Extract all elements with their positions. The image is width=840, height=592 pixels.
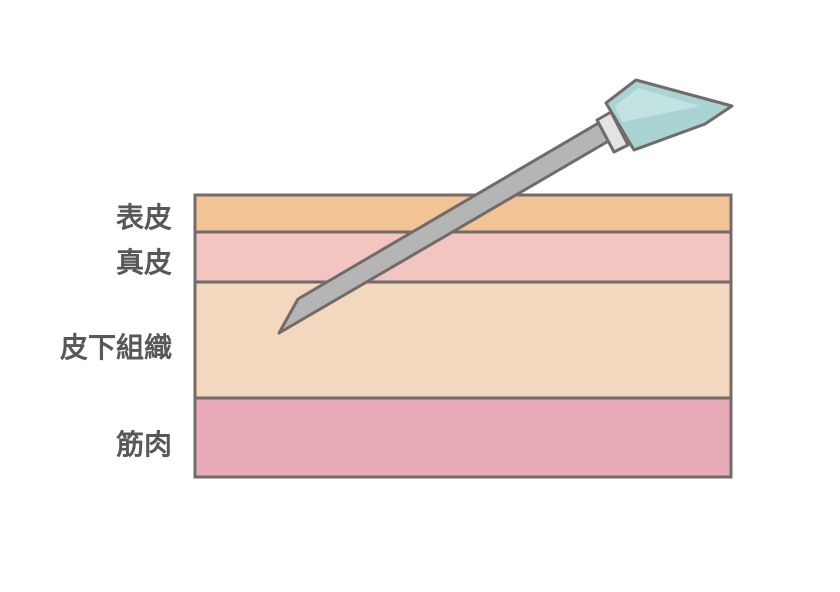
label-subcutaneous: 皮下組織: [59, 331, 172, 364]
layer-dermis: [193, 230, 733, 284]
label-epidermis: 表皮: [115, 201, 172, 234]
label-muscle: 筋肉: [115, 428, 172, 461]
syringe-needle-icon: [277, 78, 734, 335]
layer-subcutaneous: [193, 280, 733, 400]
layer-muscle: [193, 396, 733, 479]
label-dermis: 真皮: [115, 246, 172, 279]
